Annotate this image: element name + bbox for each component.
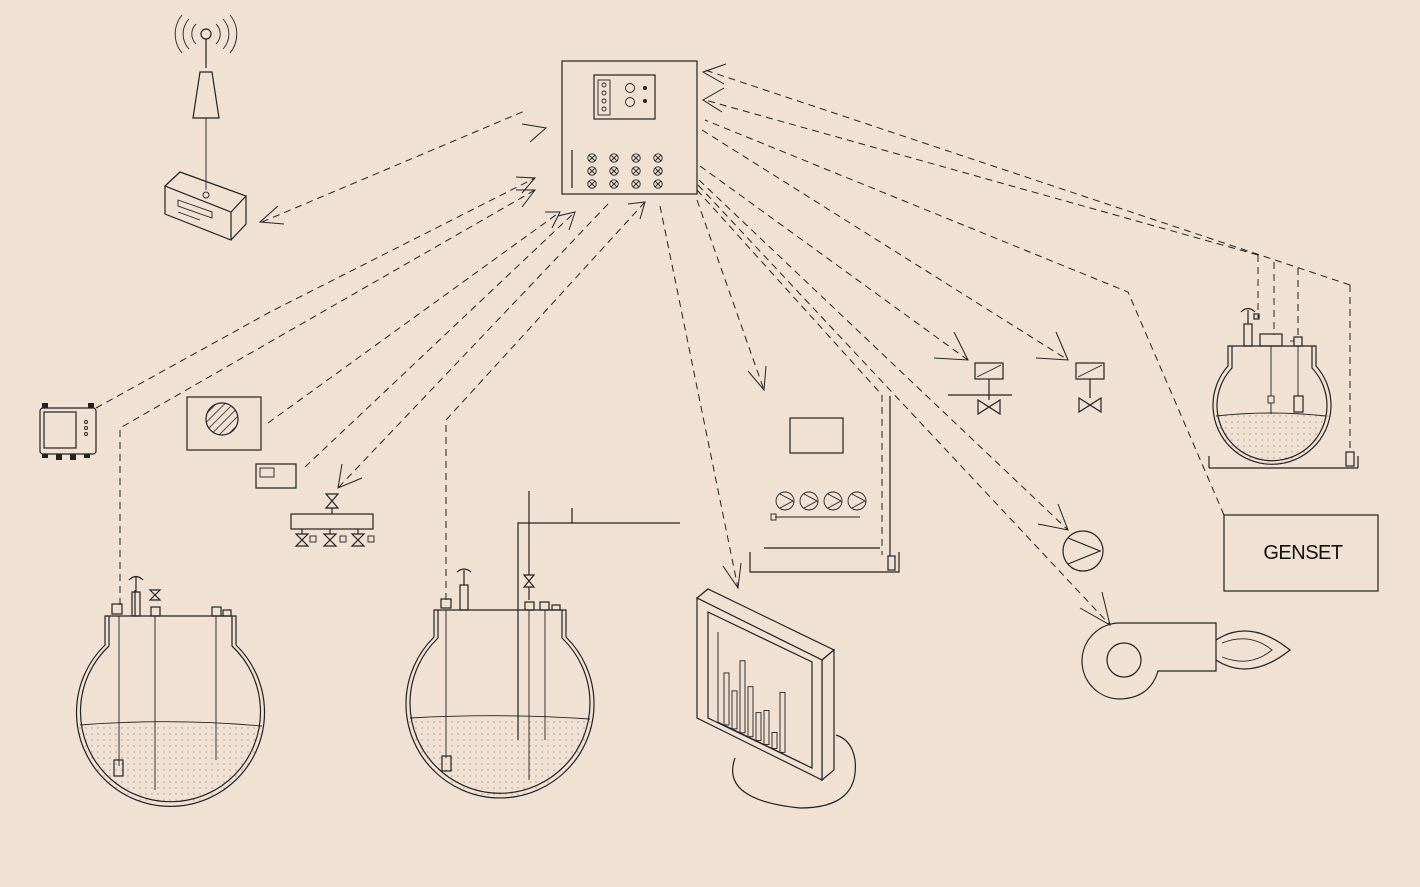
cabinet-button-icon bbox=[631, 153, 641, 163]
small-sensor-icon bbox=[255, 463, 297, 489]
connection-lines bbox=[95, 63, 1351, 627]
chart-bars bbox=[723, 660, 786, 753]
chart-bar bbox=[779, 691, 786, 753]
gateway-modem-icon bbox=[163, 171, 248, 241]
chart-bar bbox=[771, 732, 778, 749]
cabinet-button-icon bbox=[631, 179, 641, 189]
solenoid-valve-icon bbox=[948, 362, 1012, 416]
panel-pump-icon bbox=[847, 491, 867, 511]
cabinet-button-icon bbox=[653, 179, 663, 189]
pump-panel-icon bbox=[749, 396, 900, 573]
cabinet-button-icon bbox=[609, 153, 619, 163]
chart-bar bbox=[763, 710, 770, 745]
chart-bar bbox=[747, 686, 754, 738]
cabinet-button-icon bbox=[609, 179, 619, 189]
cabinet-button-icon bbox=[631, 166, 641, 176]
chart-bar bbox=[739, 660, 746, 734]
tank-icon bbox=[405, 491, 680, 799]
cabinet-button-icon bbox=[653, 153, 663, 163]
monitor-chart-icon bbox=[695, 588, 856, 809]
tank-icon bbox=[1208, 307, 1359, 469]
genset-label: GENSET bbox=[1263, 542, 1343, 564]
valve-manifold-icon bbox=[290, 493, 375, 547]
chart-bar bbox=[723, 672, 730, 726]
cabinet-button-icon bbox=[609, 166, 619, 176]
solenoid-valve-icon bbox=[1075, 362, 1105, 414]
panel-pump-icon bbox=[823, 491, 843, 511]
chart-bar bbox=[755, 712, 762, 742]
panel-pump-icon bbox=[775, 491, 795, 511]
cabinet-button-icon bbox=[587, 179, 597, 189]
panel-pump-icon bbox=[799, 491, 819, 511]
cabinet-button-icon bbox=[587, 153, 597, 163]
chart-bar bbox=[731, 690, 738, 730]
round-display-icon bbox=[186, 396, 262, 451]
cabinet-button-icon bbox=[587, 166, 597, 176]
pump-icon bbox=[1062, 530, 1104, 572]
control-cabinet-icon bbox=[561, 60, 698, 195]
burner-blower-icon bbox=[1081, 622, 1291, 700]
radio-antenna-icon bbox=[174, 14, 238, 190]
controller-device-icon bbox=[39, 403, 97, 460]
genset-icon: GENSET bbox=[1223, 514, 1379, 592]
cabinet-button-icon bbox=[653, 166, 663, 176]
tank-icon bbox=[75, 575, 266, 808]
